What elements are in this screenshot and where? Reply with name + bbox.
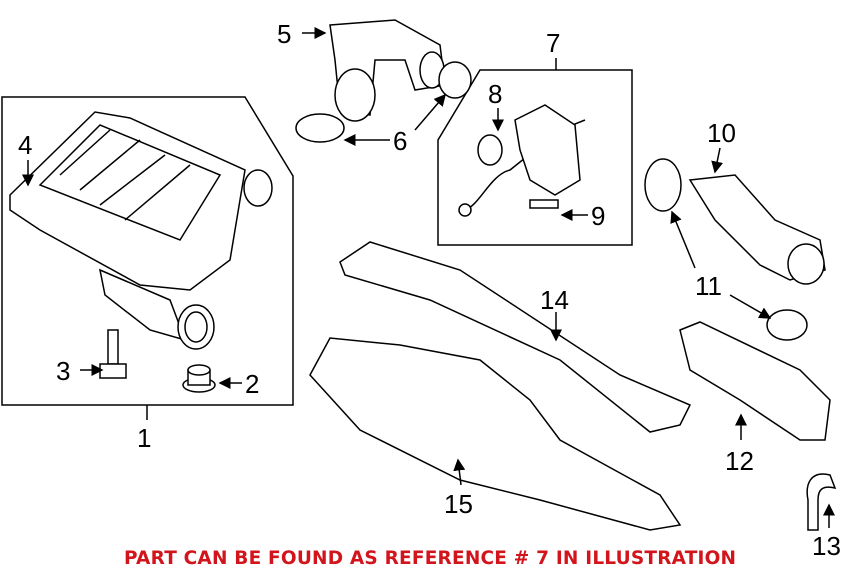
bolt-3	[99, 329, 127, 379]
group-box-7	[437, 69, 633, 246]
clamp-11b	[766, 309, 808, 341]
hose-13	[806, 473, 837, 531]
callout-9: 9	[591, 201, 605, 231]
callout-7: 7	[546, 28, 560, 58]
callout-8: 8	[488, 79, 502, 109]
leader-lines	[22, 27, 835, 528]
callout-4: 4	[18, 130, 32, 160]
grommet-2	[182, 364, 216, 393]
callout-14: 14	[540, 285, 569, 315]
callout-15: 15	[444, 489, 473, 519]
callout-11: 11	[695, 271, 722, 301]
clamp-11a	[644, 158, 682, 212]
callout-6: 6	[393, 126, 407, 156]
air-cleaner-housing	[9, 111, 273, 350]
clamp-6a	[295, 113, 345, 143]
callout-13: 13	[812, 531, 841, 561]
valve-assembly-7	[458, 104, 586, 217]
intake-hose-10	[688, 174, 826, 285]
callout-12: 12	[725, 446, 754, 476]
callout-2: 2	[245, 369, 259, 399]
group-box-1	[1, 96, 294, 406]
clamp-6b	[438, 61, 472, 99]
reference-note: PART CAN BE FOUND AS REFERENCE # 7 IN IL…	[124, 548, 737, 569]
callout-1: 1	[137, 423, 151, 453]
callout-10: 10	[707, 118, 736, 148]
air-duct-12	[679, 321, 831, 441]
callout-5: 5	[277, 19, 291, 49]
seal-14	[339, 241, 692, 433]
hose-5	[329, 19, 446, 122]
duct-15	[309, 337, 682, 531]
callout-3: 3	[56, 356, 70, 386]
